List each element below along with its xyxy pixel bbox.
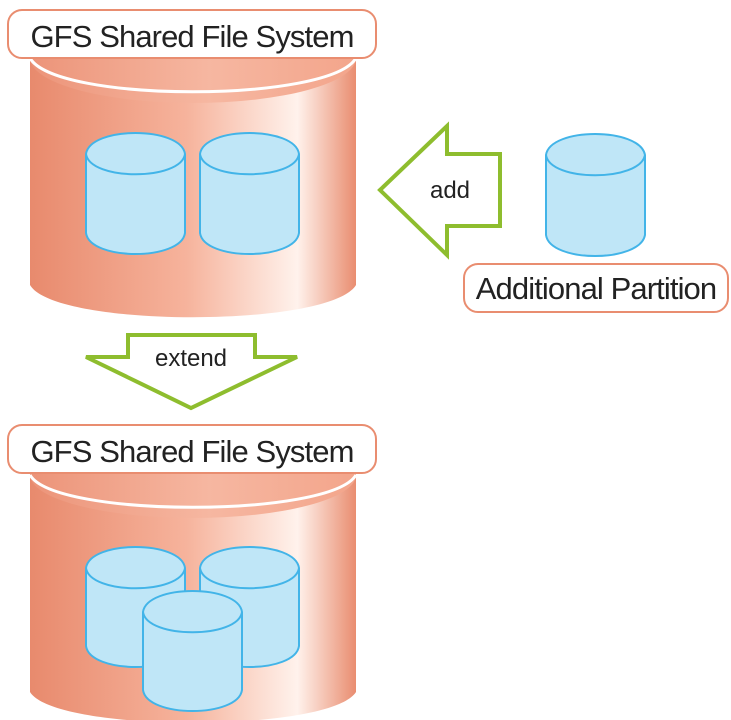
bottom-system-label: GFS Shared File System [30, 434, 353, 469]
top-system-label: GFS Shared File System [30, 19, 353, 54]
disk-cylinder-icon [545, 133, 646, 257]
additional-partition-label: Additional Partition [476, 271, 717, 306]
bottom-cylinder-rim [28, 474, 358, 509]
disk-cylinder-icon [142, 590, 243, 712]
disk-cylinder-top-line [142, 611, 243, 634]
top-gfs-shared-file-system: GFS Shared File System [7, 9, 377, 318]
top-partition-right [199, 132, 300, 255]
disk-cylinder-top-line [85, 153, 186, 176]
extend-operation: extend [85, 333, 298, 411]
down-arrow-icon [85, 333, 298, 411]
disk-cylinder-top-line [85, 567, 186, 590]
top-system-label-box [7, 9, 377, 59]
extend-arrow-label: extend [155, 345, 227, 372]
left-arrow-icon [377, 121, 502, 260]
add-arrow-label: add [430, 177, 470, 204]
bottom-gfs-shared-file-system: GFS Shared File System [7, 424, 377, 720]
disk-cylinder-top-line [545, 154, 646, 177]
additional-partition-label-box [463, 263, 729, 313]
disk-cylinder-top-line [199, 153, 300, 176]
bottom-partition-added [142, 590, 243, 712]
add-operation: add [377, 121, 502, 260]
disk-cylinder-icon [199, 132, 300, 255]
disk-cylinder-icon [85, 132, 186, 255]
top-partition-left [85, 132, 186, 255]
additional-partition: Additional Partition [463, 133, 729, 313]
top-cylinder-rim [28, 57, 358, 94]
disk-cylinder-top-line [199, 567, 300, 590]
bottom-system-label-box [7, 424, 377, 474]
